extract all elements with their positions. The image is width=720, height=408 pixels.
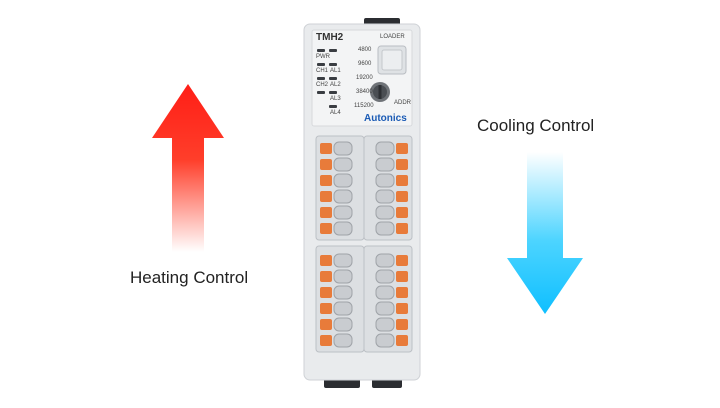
terminal-hole xyxy=(375,189,395,204)
terminal-hole xyxy=(375,317,395,332)
cooling-label: Cooling Control xyxy=(477,116,595,135)
terminal-lever xyxy=(396,175,408,186)
brand-logo: Autonics xyxy=(364,113,407,124)
terminal-lever xyxy=(320,255,332,266)
baud-rate-19200: 19200 xyxy=(356,75,373,81)
terminal-hole xyxy=(333,157,353,172)
tmh2-device: TMH2 LOADER ADDR Autonics 4800 9600 1920… xyxy=(302,18,422,388)
terminal-hole xyxy=(333,333,353,348)
cooling-arrow-icon xyxy=(507,152,583,314)
terminal-hole xyxy=(333,317,353,332)
terminal-lever xyxy=(320,223,332,234)
terminal-hole xyxy=(333,205,353,220)
heating-label: Heating Control xyxy=(130,268,249,287)
terminal-lever xyxy=(320,319,332,330)
terminal-lever xyxy=(396,223,408,234)
terminal-hole xyxy=(333,269,353,284)
terminal-hole xyxy=(333,141,353,156)
led-label-al4: AL4 xyxy=(330,110,341,116)
terminal-hole xyxy=(375,173,395,188)
led-label-pwr: PWR xyxy=(316,54,330,60)
terminal-hole xyxy=(333,285,353,300)
terminal-lever xyxy=(396,271,408,282)
terminal-lever xyxy=(396,287,408,298)
terminal-hole xyxy=(375,301,395,316)
terminal-lever xyxy=(320,303,332,314)
led-label-al1: AL1 xyxy=(330,68,341,74)
terminal-lever xyxy=(396,207,408,218)
baud-rate-38400: 38400 xyxy=(356,89,373,95)
terminal-hole xyxy=(375,253,395,268)
terminal-hole xyxy=(375,141,395,156)
led-label-al2: AL2 xyxy=(330,82,341,88)
model-label: TMH2 xyxy=(316,32,344,43)
terminal-lever xyxy=(320,271,332,282)
terminal-lever xyxy=(320,287,332,298)
device-body xyxy=(303,18,421,388)
terminal-hole xyxy=(333,189,353,204)
terminal-lever xyxy=(320,191,332,202)
terminal-lever xyxy=(320,335,332,346)
terminal-lever xyxy=(396,255,408,266)
baud-rate-115200: 115200 xyxy=(354,103,374,109)
addr-label: ADDR xyxy=(394,100,412,106)
terminal-lever xyxy=(396,159,408,170)
terminal-lever xyxy=(396,303,408,314)
terminal-hole xyxy=(333,253,353,268)
terminal-lever xyxy=(396,319,408,330)
terminal-lever xyxy=(396,335,408,346)
led-label-ch1: CH1 xyxy=(316,68,329,74)
led-label-ch2: CH2 xyxy=(316,82,329,88)
terminal-hole xyxy=(375,157,395,172)
terminal-lever xyxy=(396,143,408,154)
terminal-hole xyxy=(333,301,353,316)
led-label-al3: AL3 xyxy=(330,96,341,102)
terminal-hole xyxy=(375,269,395,284)
terminal-hole xyxy=(375,221,395,236)
terminal-hole xyxy=(375,285,395,300)
terminal-lever xyxy=(320,143,332,154)
terminal-hole xyxy=(375,205,395,220)
baud-rate-4800: 4800 xyxy=(358,47,372,53)
terminal-hole xyxy=(333,221,353,236)
terminal-hole xyxy=(333,173,353,188)
terminal-lever xyxy=(320,207,332,218)
terminal-lever xyxy=(396,191,408,202)
terminal-lever xyxy=(320,159,332,170)
terminal-hole xyxy=(375,333,395,348)
terminal-lever xyxy=(320,175,332,186)
loader-label: LOADER xyxy=(380,34,405,40)
heating-arrow-icon xyxy=(152,84,224,252)
baud-rate-9600: 9600 xyxy=(358,61,372,67)
